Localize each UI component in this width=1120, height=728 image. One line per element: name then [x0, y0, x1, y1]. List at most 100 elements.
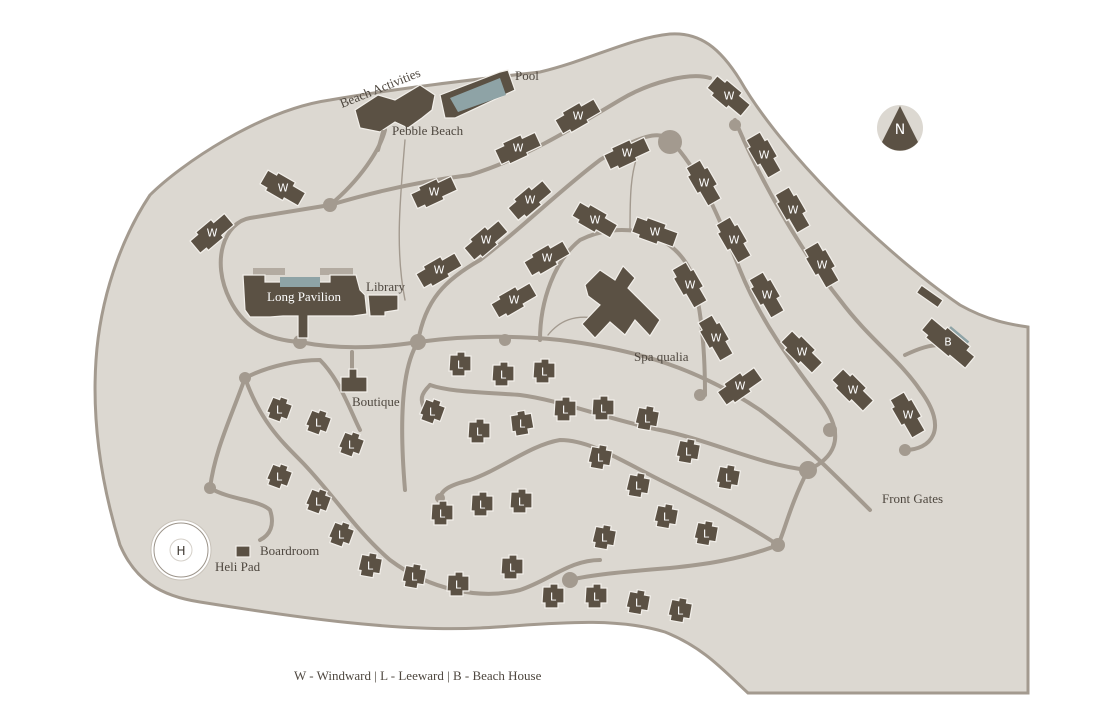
villa-windward[interactable]: W: [779, 329, 826, 376]
villa-leeward[interactable]: L: [470, 491, 494, 517]
villa-windward[interactable]: W: [570, 199, 619, 240]
villa-leeward[interactable]: L: [265, 394, 294, 424]
villa-type-letter: L: [597, 452, 604, 465]
villa-windward[interactable]: W: [414, 249, 463, 290]
villa-beach-house[interactable]: B: [919, 313, 980, 370]
villa-windward[interactable]: W: [713, 215, 754, 264]
villa-windward[interactable]: W: [669, 260, 710, 309]
villa-windward[interactable]: W: [188, 210, 236, 255]
villa-leeward[interactable]: L: [653, 502, 680, 530]
villa-leeward[interactable]: L: [509, 488, 533, 514]
beach-house-annex: [915, 284, 944, 309]
villa-leeward[interactable]: L: [304, 486, 333, 516]
villa-windward[interactable]: W: [801, 240, 842, 289]
villa-leeward[interactable]: L: [625, 471, 652, 499]
villa-windward[interactable]: W: [830, 367, 877, 414]
villa-type-letter: W: [525, 194, 536, 207]
villa-leeward[interactable]: L: [430, 500, 454, 526]
villa-type-letter: W: [797, 346, 808, 359]
map-legend: W - Windward | L - Leeward | B - Beach H…: [294, 668, 542, 683]
villa-type-letter: L: [519, 418, 526, 431]
villa-windward[interactable]: W: [683, 158, 724, 207]
label-boardroom: Boardroom: [260, 543, 319, 558]
villa-leeward[interactable]: L: [509, 409, 535, 437]
villa-windward[interactable]: W: [695, 313, 736, 362]
road-junctions: [204, 119, 911, 588]
villa-type-letter: L: [562, 404, 569, 417]
villa-windward[interactable]: W: [409, 173, 459, 212]
villa-leeward[interactable]: L: [693, 519, 720, 547]
villa-type-letter: L: [429, 406, 436, 419]
villa-type-letter: L: [509, 562, 516, 575]
villa-type-letter: L: [725, 472, 732, 485]
villa-type-letter: L: [644, 413, 651, 426]
villa-type-letter: L: [276, 404, 283, 417]
villa-type-letter: L: [703, 528, 710, 541]
villa-leeward[interactable]: L: [553, 396, 577, 422]
villa-windward[interactable]: W: [887, 390, 928, 439]
villa-leeward[interactable]: L: [667, 596, 694, 624]
villa-leeward[interactable]: L: [541, 583, 565, 609]
villa-windward[interactable]: W: [258, 167, 307, 208]
villa-windward[interactable]: W: [602, 134, 652, 173]
label-spa-qualia: Spa qualia: [634, 349, 689, 364]
villa-windward[interactable]: W: [772, 185, 813, 234]
villa-leeward[interactable]: L: [304, 407, 333, 437]
villa-leeward[interactable]: L: [337, 429, 366, 459]
villa-leeward[interactable]: L: [715, 463, 742, 491]
villa-leeward[interactable]: L: [591, 523, 618, 551]
villa-windward[interactable]: W: [630, 214, 680, 250]
villa-type-letter: W: [735, 380, 746, 393]
boardroom-building[interactable]: [235, 545, 251, 558]
villa-leeward[interactable]: L: [491, 361, 515, 387]
villa-leeward[interactable]: L: [448, 351, 472, 377]
label-library: Library: [366, 279, 405, 294]
villa-type-letter: B: [944, 336, 952, 349]
villa-windward[interactable]: W: [743, 130, 784, 179]
villa-windward[interactable]: W: [553, 95, 602, 136]
boutique-building[interactable]: [340, 350, 368, 393]
villa-leeward[interactable]: L: [634, 404, 661, 432]
villa-type-letter: W: [788, 204, 799, 217]
compass-letter: N: [895, 122, 905, 138]
villa-leeward[interactable]: L: [327, 519, 356, 549]
villa-type-letter: L: [635, 597, 642, 610]
villa-windward[interactable]: W: [489, 279, 538, 320]
villa-leeward[interactable]: L: [467, 418, 491, 444]
spa-qualia-building[interactable]: [581, 265, 661, 339]
villa-leeward[interactable]: L: [584, 583, 608, 609]
villa-type-letter: L: [677, 605, 684, 618]
villa-type-letter: L: [550, 591, 557, 604]
villa-type-letter: W: [759, 149, 770, 162]
villa-leeward[interactable]: L: [625, 588, 652, 616]
villa-type-letter: W: [711, 332, 722, 345]
villa-leeward[interactable]: L: [591, 395, 615, 421]
villa-type-letter: W: [622, 147, 633, 160]
villa-leeward[interactable]: L: [357, 551, 384, 579]
long-pavilion-building[interactable]: [242, 268, 399, 339]
heli-pad[interactable]: H: [150, 519, 212, 581]
villa-leeward[interactable]: L: [587, 443, 614, 471]
villa-leeward[interactable]: L: [265, 461, 294, 491]
villa-leeward[interactable]: L: [446, 571, 470, 597]
villa-windward[interactable]: W: [462, 217, 510, 262]
villa-leeward[interactable]: L: [418, 396, 447, 426]
villa-windward[interactable]: W: [493, 129, 543, 168]
villa-leeward[interactable]: L: [532, 358, 556, 384]
villa-type-letter: L: [685, 446, 692, 459]
villa-windward[interactable]: W: [705, 73, 753, 118]
pool-building[interactable]: [439, 69, 516, 119]
villa-type-letter: W: [724, 90, 735, 103]
villa-leeward[interactable]: L: [500, 554, 524, 580]
villa-type-letter: W: [278, 182, 289, 195]
villa-windward[interactable]: W: [716, 364, 765, 407]
villa-leeward[interactable]: L: [675, 437, 702, 465]
villa-windward[interactable]: W: [522, 237, 571, 278]
villa-leeward[interactable]: L: [401, 562, 428, 590]
villa-windward[interactable]: W: [746, 270, 787, 319]
villa-windward[interactable]: W: [506, 177, 554, 222]
villa-type-letter: W: [762, 289, 773, 302]
beach-activities-building[interactable]: [354, 84, 436, 152]
villa-type-letter: L: [593, 591, 600, 604]
